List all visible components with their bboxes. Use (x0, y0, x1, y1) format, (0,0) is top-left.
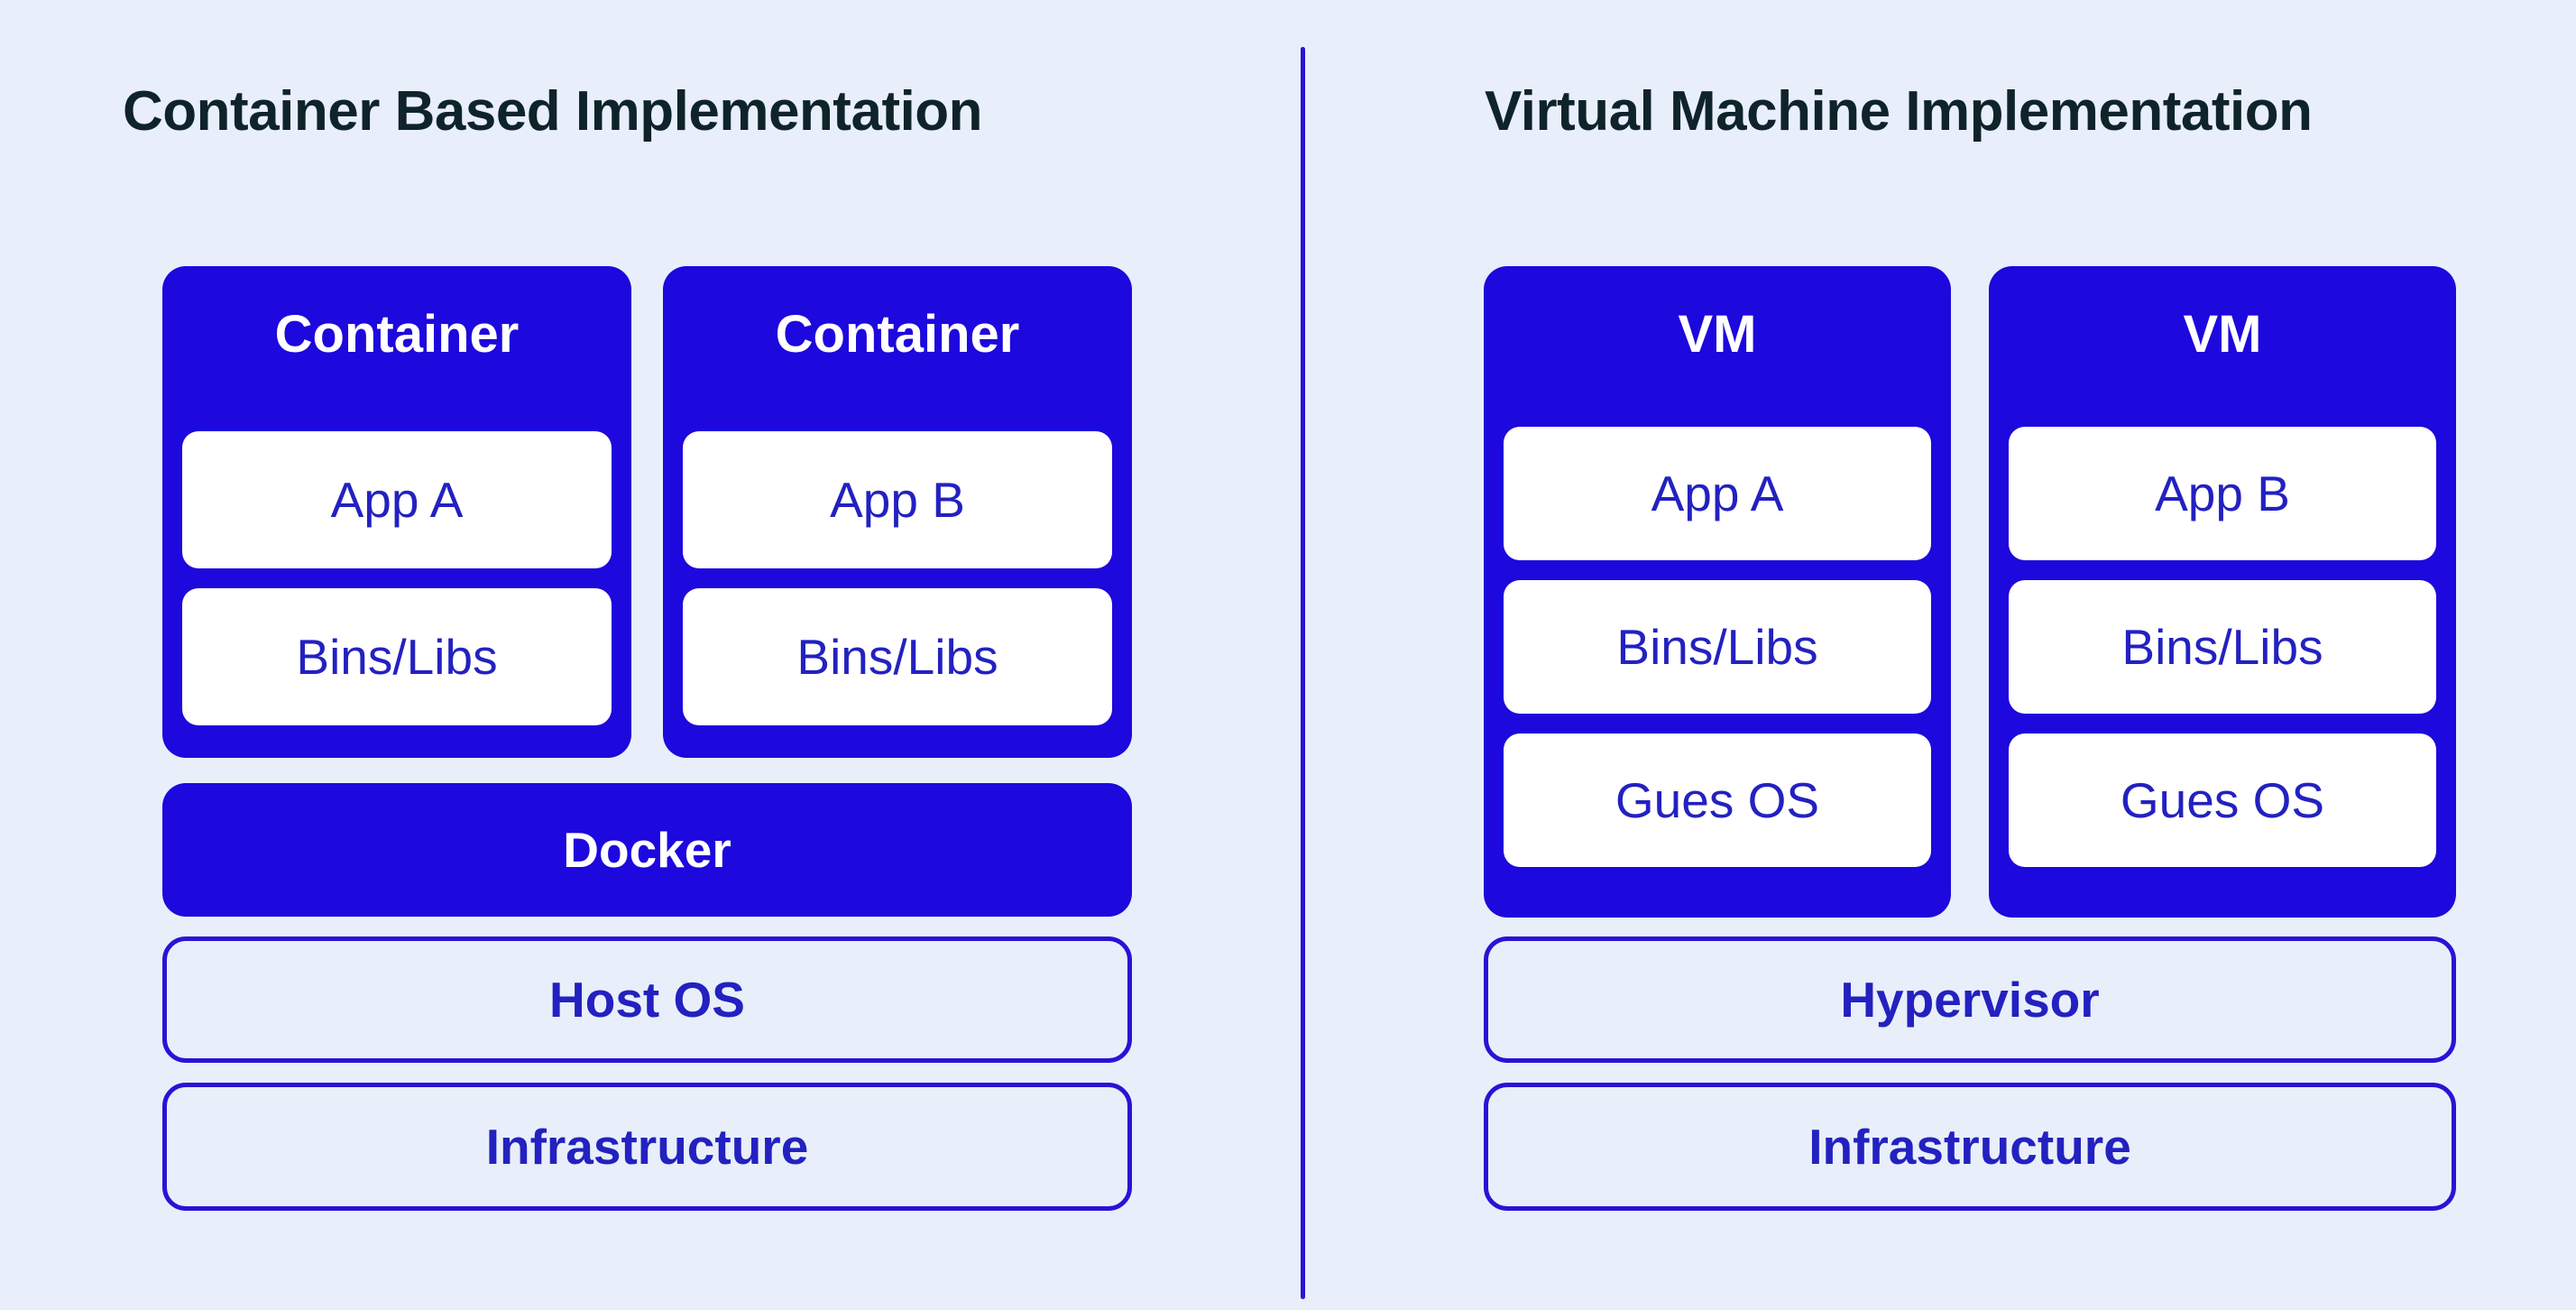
vm-column-2-header: VM (2183, 305, 2262, 364)
vm-1-layer-bins-libs: Bins/Libs (1504, 580, 1931, 714)
vm-2-layer-bins-libs: Bins/Libs (2009, 580, 2436, 714)
container-implementation-panel: Container Based Implementation Container… (123, 80, 1132, 1211)
left-panel-title: Container Based Implementation (123, 80, 983, 143)
left-infrastructure-layer: Infrastructure (162, 1083, 1132, 1211)
vm-1-layer-guest-os: Gues OS (1504, 733, 1931, 867)
container-column-2: Container App B Bins/Libs (663, 266, 1132, 758)
vm-1-layer-app: App A (1504, 427, 1931, 560)
panel-divider (1301, 47, 1305, 1299)
container-2-layer-app: App B (683, 431, 1112, 568)
docker-layer: Docker (162, 783, 1132, 917)
container-1-layer-bins-libs: Bins/Libs (182, 588, 612, 725)
container-column-1: Container App A Bins/Libs (162, 266, 631, 758)
container-2-layer-bins-libs: Bins/Libs (683, 588, 1112, 725)
right-panel-title: Virtual Machine Implementation (1485, 80, 2313, 143)
container-column-1-header: Container (274, 305, 520, 364)
hypervisor-layer: Hypervisor (1484, 936, 2456, 1063)
vm-column-1: VM App A Bins/Libs Gues OS (1484, 266, 1951, 918)
vm-column-1-header: VM (1678, 305, 1757, 364)
vm-column-2: VM App B Bins/Libs Gues OS (1989, 266, 2456, 918)
virtual-machine-implementation-panel: Virtual Machine Implementation VM App A … (1305, 0, 2576, 1310)
container-column-2-header: Container (775, 305, 1020, 364)
host-os-layer: Host OS (162, 936, 1132, 1063)
vm-2-layer-guest-os: Gues OS (2009, 733, 2436, 867)
right-infrastructure-layer: Infrastructure (1484, 1083, 2456, 1211)
container-1-layer-app: App A (182, 431, 612, 568)
vm-2-layer-app: App B (2009, 427, 2436, 560)
